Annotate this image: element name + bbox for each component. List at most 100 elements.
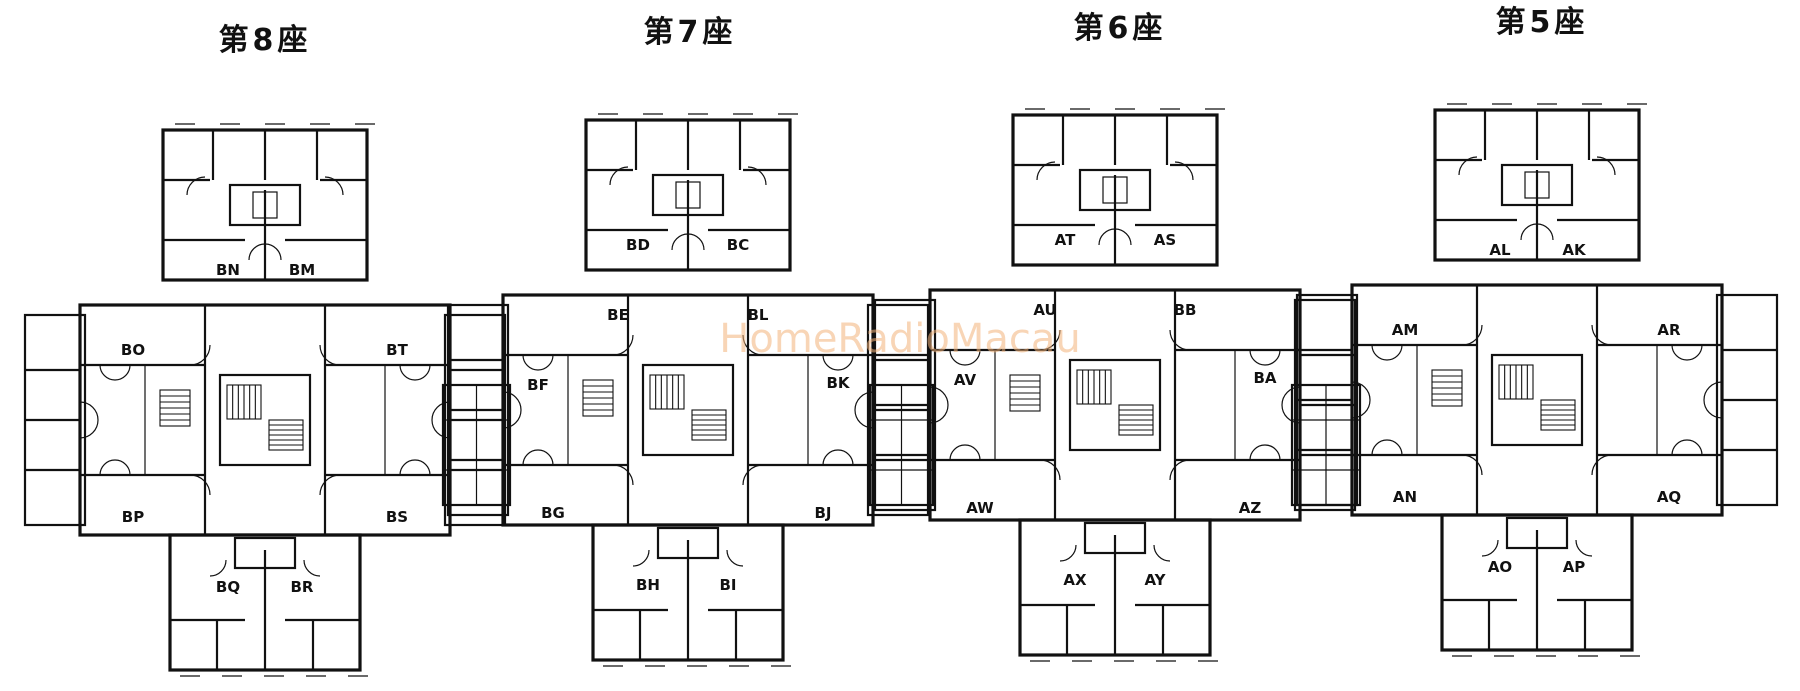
unit-label: AP — [1563, 558, 1586, 576]
stair-icon — [159, 389, 191, 427]
unit-label: BF — [527, 376, 549, 394]
door-swing — [612, 464, 634, 486]
door-swing — [1520, 223, 1554, 241]
unit-label: BC — [727, 236, 749, 254]
door-swing — [1591, 454, 1613, 476]
lift-core — [218, 373, 312, 467]
door-swing — [822, 449, 854, 466]
door-swing — [324, 176, 344, 196]
unit-label: AX — [1063, 571, 1087, 589]
door-swing — [399, 364, 431, 381]
door-swing — [1461, 324, 1483, 346]
unit-label: BN — [216, 261, 240, 279]
lift-core — [641, 363, 735, 457]
door-swing — [742, 464, 764, 486]
corridor-bridges — [441, 383, 1362, 507]
door-swing — [609, 166, 629, 186]
unit-label: BB — [1174, 301, 1197, 319]
door-swing — [632, 549, 650, 567]
unit-label: AW — [966, 499, 994, 517]
door-swing — [1481, 539, 1499, 557]
unit-label: BR — [291, 578, 314, 596]
door-swing — [822, 354, 854, 371]
door-swing — [1169, 329, 1191, 351]
unit-label: BA — [1253, 369, 1276, 387]
stair-icon — [226, 384, 262, 420]
unit-label: AT — [1055, 231, 1076, 249]
door-swing — [1371, 439, 1403, 456]
door-swing — [1249, 444, 1281, 461]
shaft — [675, 181, 701, 209]
service-core — [1505, 516, 1569, 550]
unit-label: AZ — [1239, 499, 1262, 517]
unit-label: BK — [826, 374, 850, 392]
door-swing — [522, 354, 554, 371]
door-swing — [1458, 156, 1478, 176]
service-core — [651, 173, 725, 217]
shaft — [252, 191, 278, 219]
lift-core — [1068, 358, 1162, 452]
stair-icon — [1431, 369, 1463, 407]
unit-label: BS — [386, 508, 408, 526]
shaft — [1524, 171, 1550, 199]
door-swing — [1036, 161, 1056, 181]
door-swing — [1039, 459, 1061, 481]
door-swing — [502, 391, 522, 429]
door-swing — [186, 176, 206, 196]
door-swing — [671, 233, 705, 251]
stair-icon — [582, 379, 614, 417]
tower-3: 第6座 AT AS AU BB AV BA AW AZ AX AY — [873, 11, 1357, 662]
door-swing — [1153, 544, 1171, 562]
stair-icon — [1009, 374, 1041, 412]
stair-icon — [1076, 369, 1112, 405]
door-swing — [1671, 344, 1703, 361]
stair-icon — [268, 419, 304, 451]
unit-label: AU — [1033, 301, 1056, 319]
unit-label: AS — [1154, 231, 1176, 249]
service-core — [1078, 168, 1152, 212]
door-swing — [1281, 386, 1301, 424]
door-swing — [1596, 156, 1616, 176]
door-swing — [248, 243, 282, 261]
door-swing — [189, 474, 211, 496]
tower-title: 第7座 — [644, 15, 737, 50]
service-core — [233, 536, 297, 570]
unit-label: BG — [541, 504, 565, 522]
tower-title: 第8座 — [219, 23, 312, 58]
door-swing — [189, 344, 211, 366]
door-swing — [303, 559, 321, 577]
door-swing — [1351, 381, 1371, 419]
main-body-wall — [78, 303, 452, 537]
stair-icon — [649, 374, 685, 410]
unit-label: AK — [1562, 241, 1587, 259]
unit-label: AV — [954, 371, 977, 389]
unit-label: BE — [607, 306, 629, 324]
door-swing — [747, 166, 767, 186]
service-core — [656, 526, 720, 560]
unit-label: AM — [1392, 321, 1419, 339]
stair-icon — [1540, 399, 1576, 431]
unit-label: AN — [1393, 488, 1417, 506]
door-swing — [726, 549, 744, 567]
unit-label: BD — [626, 236, 650, 254]
unit-label: AL — [1489, 241, 1511, 259]
door-swing — [79, 401, 99, 439]
door-swing — [1671, 439, 1703, 456]
door-swing — [319, 344, 341, 366]
tower-title: 第6座 — [1074, 11, 1167, 46]
door-swing — [612, 334, 634, 356]
door-swing — [1371, 344, 1403, 361]
door-swing — [929, 386, 949, 424]
service-core — [1083, 521, 1147, 555]
stair-icon — [691, 409, 727, 441]
unit-label: AY — [1144, 571, 1166, 589]
unit-label: BL — [748, 306, 769, 324]
door-swing — [854, 391, 874, 429]
door-swing — [431, 401, 451, 439]
door-swing — [1098, 228, 1132, 246]
lift-core — [1490, 353, 1584, 447]
door-swing — [99, 364, 131, 381]
